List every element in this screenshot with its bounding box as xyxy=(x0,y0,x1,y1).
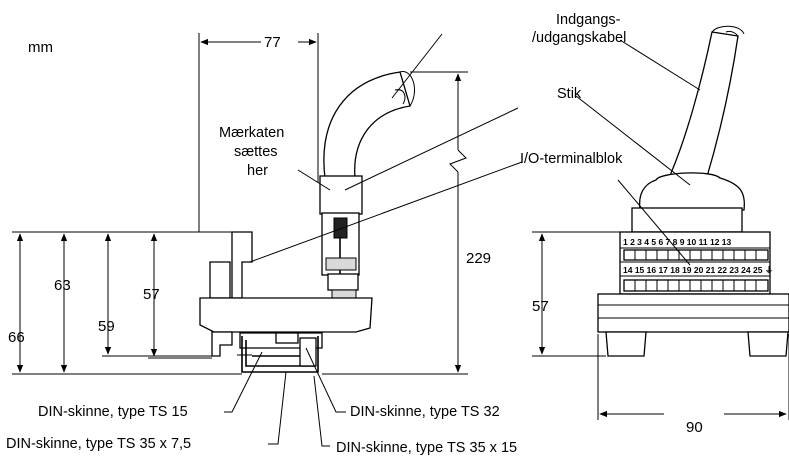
side-view: 77 229 xyxy=(8,33,523,447)
dim-width-77: 77 xyxy=(264,34,281,51)
terminal-screws-bottom xyxy=(623,279,769,292)
label-here-line1: Mærkaten xyxy=(219,125,284,141)
label-io-block: I/O-terminalblok xyxy=(520,151,623,167)
dim-height-229: 229 xyxy=(466,250,491,267)
label-cable-line2: /udgangskabel xyxy=(532,30,626,46)
terminal-numbers-bottom: 14 15 16 17 18 19 20 21 22 23 24 25 ⏚ xyxy=(623,265,773,275)
label-cable-line1: Indgangs- xyxy=(556,12,621,28)
dim-height-57: 57 xyxy=(143,286,160,303)
terminal-numbers-top: 1 2 3 4 5 6 7 8 9 10 11 12 13 xyxy=(623,237,732,247)
dim-front-height-57: 57 xyxy=(532,298,549,315)
dim-height-59: 59 xyxy=(98,318,115,335)
label-din-ts15: DIN-skinne, type TS 15 xyxy=(38,404,188,420)
label-here-line3: her xyxy=(247,163,268,179)
unit-label: mm xyxy=(28,39,53,56)
dim-front-width-90: 90 xyxy=(686,419,703,436)
label-connector: Stik xyxy=(557,86,582,102)
front-view: 1 2 3 4 5 6 7 8 9 10 11 12 13 14 15 16 1… xyxy=(532,25,789,436)
label-din-ts35-75: DIN-skinne, type TS 35 x 7,5 xyxy=(6,436,191,452)
label-here-line2: sættes xyxy=(234,144,278,160)
dim-height-63: 63 xyxy=(54,277,71,294)
dim-height-66: 66 xyxy=(8,329,25,346)
label-din-ts35-15: DIN-skinne, type TS 35 x 15 xyxy=(336,440,517,456)
label-din-ts32: DIN-skinne, type TS 32 xyxy=(350,404,500,420)
terminal-screws-top xyxy=(623,249,769,261)
